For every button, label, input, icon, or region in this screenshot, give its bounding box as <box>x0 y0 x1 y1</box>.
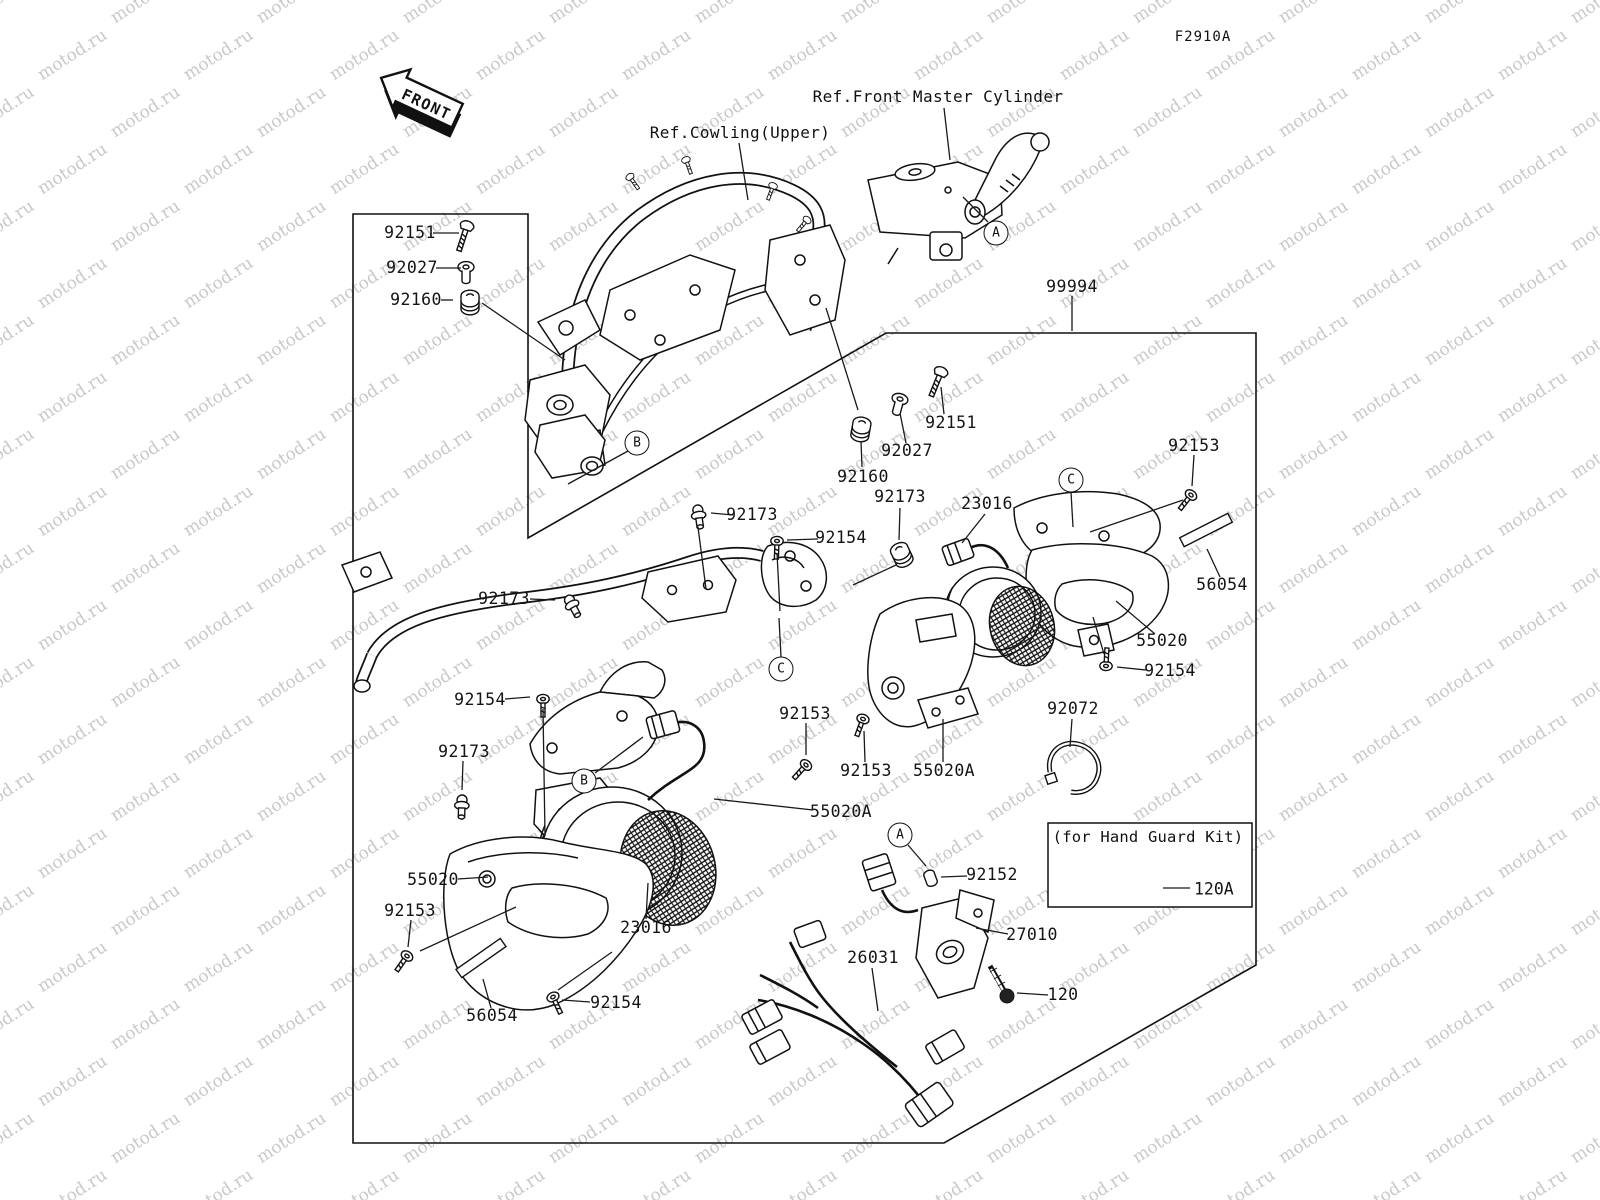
strip-56054-right <box>1178 512 1234 548</box>
strip-56054-bottom <box>455 937 507 979</box>
part-label-92152: 92152 <box>966 864 1018 884</box>
part-label-92153: 92153 <box>384 900 436 920</box>
master-cylinder-drawing <box>867 132 1050 265</box>
part-label-56054: 56054 <box>1196 574 1248 594</box>
part-label-27010: 27010 <box>1006 924 1058 944</box>
fog-lamp-left-drawing <box>443 661 717 1011</box>
part-label-92153: 92153 <box>1168 435 1220 455</box>
ref-label-cowling-upper: Ref.Cowling(Upper) <box>649 123 831 142</box>
part-label-92153: 92153 <box>840 760 892 780</box>
part-label-99994: 99994 <box>1046 276 1098 296</box>
part-label-55020: 55020 <box>1136 630 1188 650</box>
part-label-26031: 26031 <box>847 947 899 967</box>
part-label-92151: 92151 <box>925 412 977 432</box>
sub-harness-drawing <box>741 919 965 1128</box>
part-label-92072: 92072 <box>1047 698 1099 718</box>
part-label-92154: 92154 <box>454 689 506 709</box>
part-label-55020: 55020 <box>407 869 459 889</box>
part-label-92153: 92153 <box>779 703 831 723</box>
part-label-92154: 92154 <box>590 992 642 1012</box>
front-arrow: FRONT <box>379 67 465 138</box>
hand-guard-kit-title: (for Hand Guard Kit) <box>1052 828 1244 846</box>
part-label-92151: 92151 <box>384 222 436 242</box>
bolt-120 <box>987 964 1015 1004</box>
figure-code: F2910A <box>1174 29 1232 45</box>
part-label-92173: 92173 <box>478 588 530 608</box>
part-label-23016: 23016 <box>620 917 672 937</box>
callout-a: A <box>887 822 913 848</box>
part-label-92027: 92027 <box>881 440 933 460</box>
diagram-border <box>352 213 1257 1144</box>
part-label-92173: 92173 <box>874 486 926 506</box>
part-label-120A: 120A <box>1194 879 1234 899</box>
callout-b: B <box>624 430 650 456</box>
part-label-56054: 56054 <box>466 1005 518 1025</box>
fog-lamp-right-drawing <box>867 490 1170 729</box>
part-label-23016: 23016 <box>961 493 1013 513</box>
guard-pipe-drawing <box>340 541 828 693</box>
part-label-55020A: 55020A <box>809 801 873 821</box>
cable-tie-drawing <box>1044 740 1102 795</box>
part-label-92027: 92027 <box>386 257 438 277</box>
part-label-55020A: 55020A <box>912 760 976 780</box>
part-label-92154: 92154 <box>1144 660 1196 680</box>
cowling-stay-drawing <box>524 154 846 479</box>
callout-c: C <box>1058 467 1084 493</box>
hand-guard-kit-box <box>1047 822 1253 908</box>
part-label-92160: 92160 <box>390 289 442 309</box>
part-label-120: 120 <box>1047 984 1079 1004</box>
part-label-92160: 92160 <box>837 466 889 486</box>
callout-a: A <box>983 220 1009 246</box>
callout-b: B <box>571 768 597 794</box>
part-label-92173: 92173 <box>438 741 490 761</box>
callout-c: C <box>768 656 794 682</box>
part-label-92173: 92173 <box>726 504 778 524</box>
ref-label-front-master-cylinder: Ref.Front Master Cylinder <box>812 87 1064 106</box>
relay-switch-drawing <box>861 853 995 999</box>
leader-lines <box>407 107 1221 1012</box>
part-label-92154: 92154 <box>815 527 867 547</box>
